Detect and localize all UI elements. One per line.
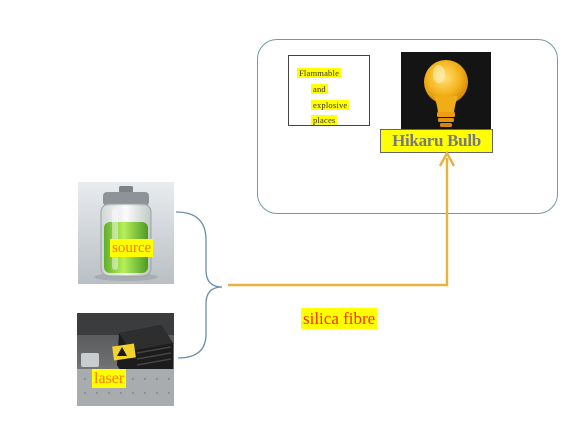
hazard-area-region bbox=[257, 39, 558, 214]
fibre-arrow-head bbox=[438, 150, 456, 167]
hazard-note-line-2: and bbox=[311, 84, 328, 94]
battery-icon bbox=[78, 182, 174, 284]
light-bulb-icon bbox=[401, 52, 491, 138]
source-laser-brace bbox=[175, 211, 223, 359]
laser-label: laser bbox=[92, 369, 127, 388]
bulb-label: Hikaru Bulb bbox=[380, 129, 493, 153]
hazard-note-line-4: places bbox=[311, 115, 338, 125]
source-label: source bbox=[110, 239, 154, 257]
silica-fibre-line bbox=[228, 158, 449, 287]
hazard-note-line-3: explosive bbox=[311, 100, 350, 110]
laser-module-icon bbox=[77, 313, 174, 406]
hazard-note-box: Flammable and explosive places bbox=[288, 55, 370, 126]
silica-fibre-label: silica fibre bbox=[301, 308, 378, 329]
hazard-note-line-1: Flammable bbox=[297, 68, 342, 78]
